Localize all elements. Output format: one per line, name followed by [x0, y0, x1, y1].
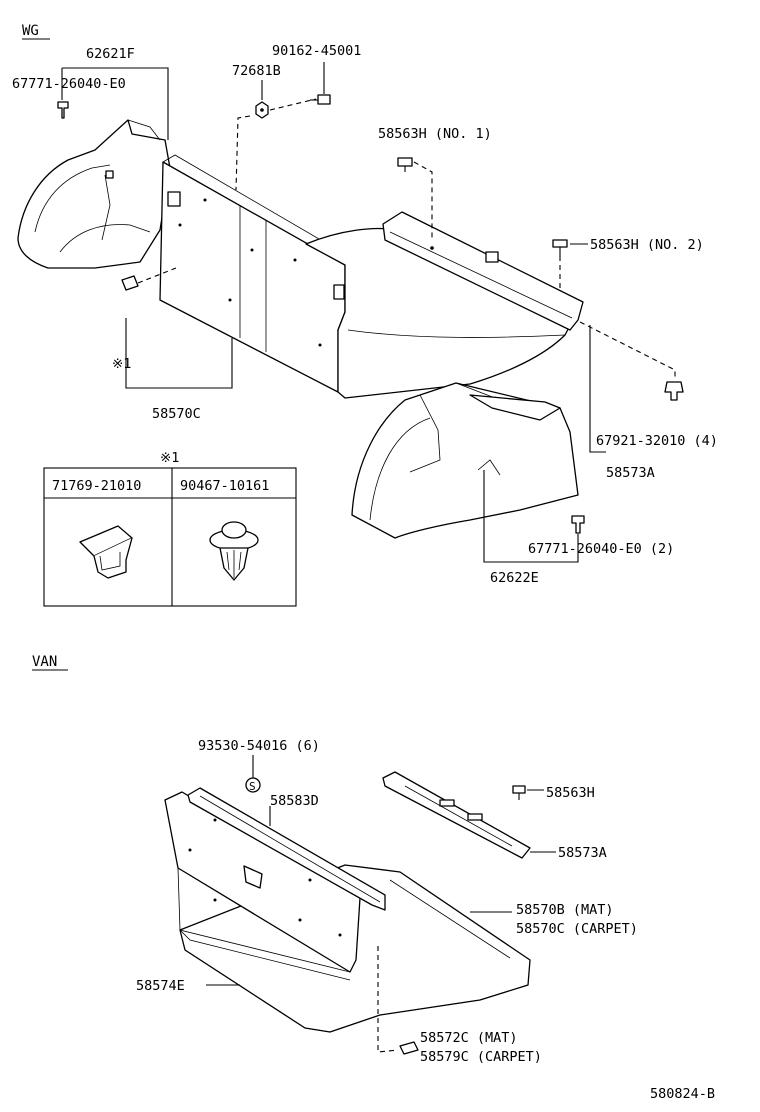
inset-box-note1: ※1 71769-21010 90467-10161: [43, 450, 297, 607]
nut-72681B: [255, 101, 269, 119]
label-58563H-no1: 58563H (NO. 1): [378, 126, 492, 142]
van-seat-back-board: [164, 791, 361, 981]
clip-58563H-no2: [552, 239, 568, 292]
seat-back-board-58570C: [159, 154, 356, 393]
label-62621F: 62621F: [86, 46, 135, 62]
label-67771-26040-E0: 67771-26040-E0: [12, 76, 126, 92]
diagram-code: 580824-B: [650, 1086, 715, 1102]
leader-58573A: [589, 325, 606, 453]
clip-67921: [579, 321, 684, 401]
label-58573A: 58573A: [606, 465, 655, 481]
label-58574E: 58574E: [136, 978, 185, 994]
van-clip-58563H: [512, 785, 526, 800]
rear-sill-trim-58573A: [382, 211, 584, 331]
clip-71769-drawing: [79, 525, 133, 579]
left-wheel-house-trim: [17, 119, 171, 269]
inset-title: ※1: [160, 450, 179, 466]
van-clip-58572C: [377, 946, 419, 1055]
label-van-58563H: 58563H: [546, 785, 595, 801]
label-58563H-no2: 58563H (NO. 2): [590, 237, 704, 253]
deck-floor: [305, 227, 576, 399]
stamp-letter: S: [249, 780, 256, 793]
van-garnish-58583D: [187, 787, 386, 911]
label-67921-32010: 67921-32010 (4): [596, 433, 718, 449]
clip-90467-drawing: [209, 521, 259, 581]
bolt-90162: [310, 94, 331, 105]
section-label-wg: WG: [22, 23, 39, 39]
label-90162-45001: 90162-45001: [272, 43, 361, 59]
screw-67771-left: [57, 101, 69, 119]
label-93530-54016: 93530-54016 (6): [198, 738, 320, 754]
label-note1: ※1: [112, 356, 131, 372]
clip-note1: [121, 267, 177, 291]
label-58570B: 58570B (MAT): [516, 902, 614, 918]
label-62622E: 62622E: [490, 570, 539, 586]
label-van-58573A: 58573A: [558, 845, 607, 861]
label-58572C: 58572C (MAT): [420, 1030, 518, 1046]
leader-62621F: [62, 67, 169, 140]
van-section: VAN S: [32, 654, 638, 1065]
wg-section: WG: [12, 23, 718, 607]
screw-67771-right: [571, 515, 585, 534]
label-58570C: 58570C: [152, 406, 201, 422]
leader-58570C: [125, 318, 233, 389]
stamp-93530: S: [245, 755, 261, 793]
label-58583D: 58583D: [270, 793, 319, 809]
label-67771-26040-E0-2: 67771-26040-E0 (2): [528, 541, 674, 557]
inset-col2: 90467-10161: [180, 478, 269, 494]
section-label-van: VAN: [32, 654, 57, 670]
inset-col1: 71769-21010: [52, 478, 141, 494]
label-van-58570C: 58570C (CARPET): [516, 921, 638, 937]
van-rear-sill-trim: [382, 771, 531, 859]
clip-58563H-no1: [397, 157, 433, 240]
label-72681B: 72681B: [232, 63, 281, 79]
label-58579C: 58579C (CARPET): [420, 1049, 542, 1065]
leader-62622E: [483, 470, 579, 563]
right-wheel-house-trim: [351, 382, 579, 539]
